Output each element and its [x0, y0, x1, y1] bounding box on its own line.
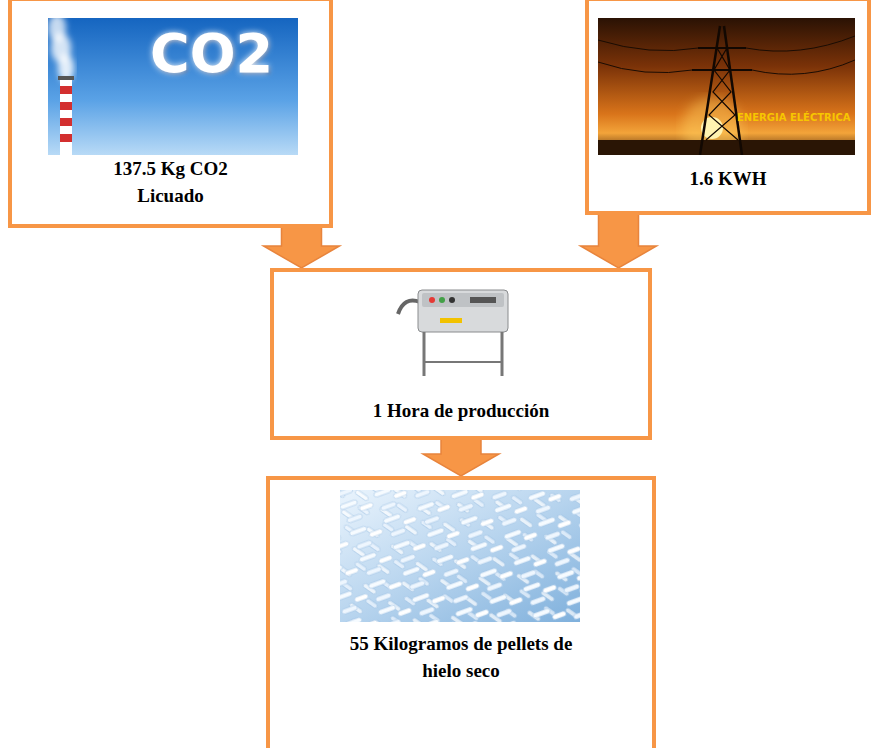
- pylon: [692, 26, 752, 155]
- node-caption: 1.6 KWH: [603, 165, 853, 192]
- machine-cabinet: [418, 290, 508, 332]
- chimney: [60, 80, 72, 155]
- pylon-arm: [692, 69, 752, 71]
- chimney-band: [60, 134, 72, 142]
- image-text: ENERGIA ELÉCTRICA: [737, 112, 851, 123]
- pellets: [340, 490, 580, 622]
- button: [429, 297, 435, 303]
- process-box: 1 Hora de producción: [270, 268, 652, 440]
- co2-photo: [48, 18, 298, 155]
- ground: [598, 140, 855, 155]
- pellets: [340, 490, 580, 622]
- chimney-band: [60, 102, 72, 110]
- pylon-lattice: [706, 48, 738, 140]
- stand-leg: [423, 332, 426, 376]
- stand-bar: [424, 361, 502, 363]
- block-arrow: [423, 438, 499, 476]
- label-holder: CO2: [150, 22, 273, 85]
- wire: [746, 36, 855, 51]
- label-holder: ENERGIA ELÉCTRICA: [737, 112, 851, 123]
- pylon-arm: [698, 47, 746, 49]
- sky: [48, 18, 298, 155]
- smoke-puff: [48, 18, 66, 42]
- image-text: CO2: [150, 22, 273, 85]
- wire: [598, 62, 692, 73]
- chimney-band: [60, 118, 72, 126]
- hose: [398, 301, 420, 315]
- process-box: 1.6 KWH: [585, 0, 871, 215]
- button: [449, 297, 455, 303]
- node-caption: 1 Hora de producción: [291, 397, 631, 424]
- display: [470, 297, 496, 303]
- block-arrow: [581, 213, 657, 268]
- node-caption: 137.5 Kg CO2 Licuado: [86, 155, 256, 209]
- wire: [752, 60, 855, 74]
- block-arrow: [264, 226, 340, 268]
- stand-leg: [501, 332, 504, 376]
- pellets-photo: [340, 490, 580, 622]
- button: [439, 297, 445, 303]
- process-box: 55 Kilogramos de pellets de hielo seco: [266, 476, 656, 748]
- pylon-leg: [700, 26, 720, 155]
- wire: [598, 40, 698, 51]
- node-caption: 55 Kilogramos de pellets de hielo seco: [344, 630, 579, 684]
- dry-ice-machine: [398, 290, 508, 376]
- brand-plate: [440, 318, 462, 323]
- control-panel: [422, 293, 504, 307]
- energy-photo: [598, 18, 855, 155]
- ice-ground: [340, 490, 580, 622]
- chimney-cap: [58, 76, 74, 80]
- chimney-band: [60, 86, 72, 94]
- power-lines: [598, 36, 855, 74]
- smoke: [48, 18, 74, 82]
